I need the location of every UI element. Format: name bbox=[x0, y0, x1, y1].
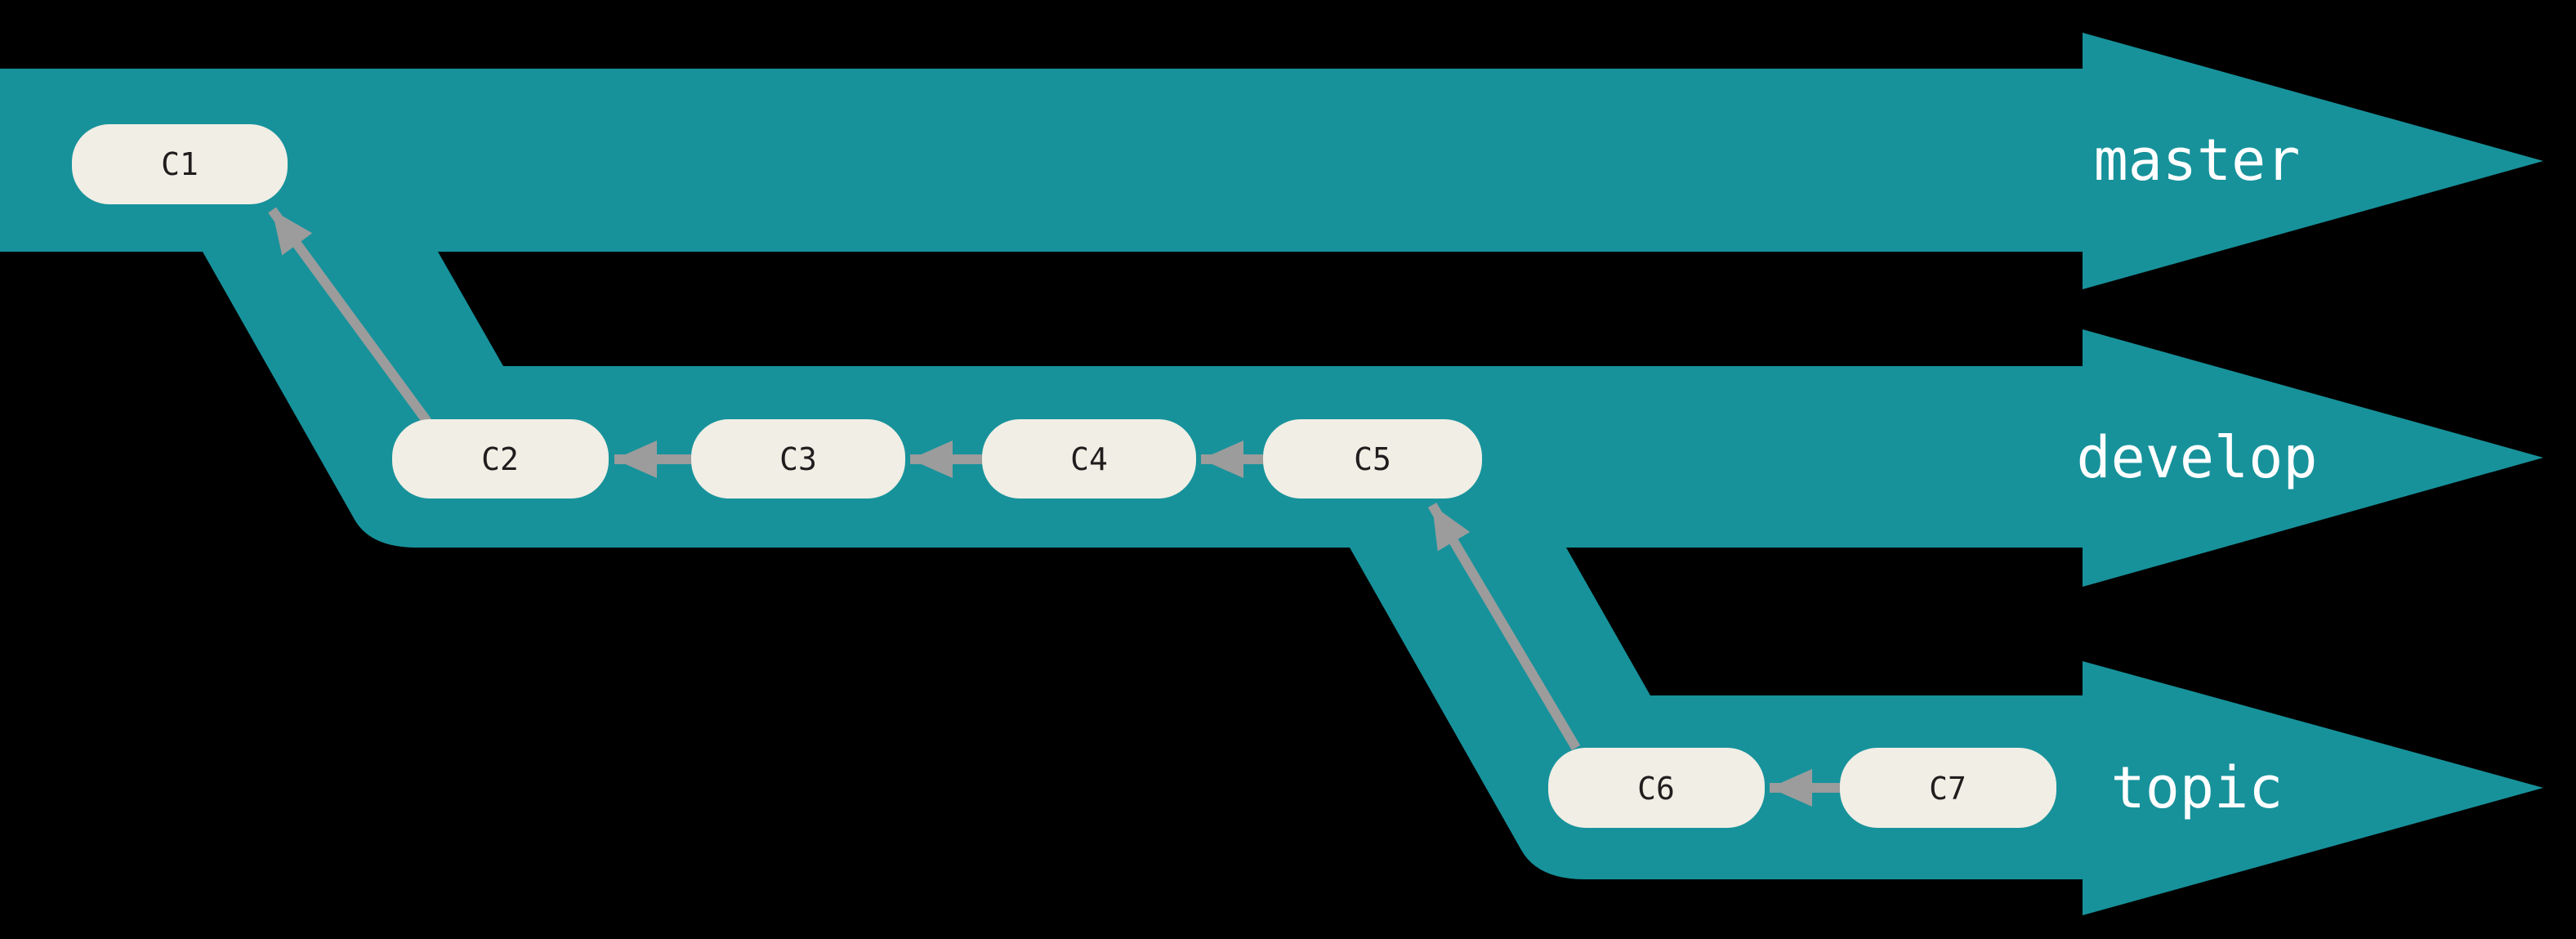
commit-label-c4: C4 bbox=[1070, 441, 1108, 477]
commit-node-c6: C6 bbox=[1548, 748, 1765, 828]
parent-arrows bbox=[268, 207, 1840, 807]
commit-capsule-c1 bbox=[72, 124, 288, 204]
commit-capsule-c7 bbox=[1840, 748, 2056, 828]
commit-label-c1: C1 bbox=[161, 146, 199, 182]
topic-branch-label: topic bbox=[2111, 754, 2284, 821]
commit-label-c7: C7 bbox=[1929, 771, 1967, 807]
commit-capsule-c3 bbox=[691, 419, 905, 499]
commit-capsule-c6 bbox=[1548, 748, 1765, 828]
commit-capsule-c2 bbox=[392, 419, 609, 499]
arrow-c2-to-c1 bbox=[268, 207, 431, 425]
commit-node-c7: C7 bbox=[1840, 748, 2056, 828]
master-branch-label: master bbox=[2094, 127, 2301, 194]
branch-labels: master develop topic bbox=[2076, 127, 2317, 821]
commit-capsule-c4 bbox=[982, 419, 1196, 499]
commit-capsule-c5 bbox=[1263, 419, 1482, 499]
commit-node-c1: C1 bbox=[72, 124, 288, 204]
commit-node-c5: C5 bbox=[1263, 419, 1482, 499]
commit-node-c3: C3 bbox=[691, 419, 905, 499]
master-branch-arrow bbox=[0, 33, 2543, 289]
commit-nodes: C1 C2 C3 C4 C5 C6 C7 bbox=[72, 124, 2056, 828]
commit-node-c2: C2 bbox=[392, 419, 609, 499]
commit-label-c5: C5 bbox=[1354, 441, 1391, 477]
commit-label-c2: C2 bbox=[481, 441, 519, 477]
commit-label-c6: C6 bbox=[1637, 771, 1675, 807]
commit-label-c3: C3 bbox=[779, 441, 817, 477]
develop-branch-label: develop bbox=[2076, 424, 2317, 491]
commit-node-c4: C4 bbox=[982, 419, 1196, 499]
arrow-c6-to-c5 bbox=[1427, 502, 1581, 751]
